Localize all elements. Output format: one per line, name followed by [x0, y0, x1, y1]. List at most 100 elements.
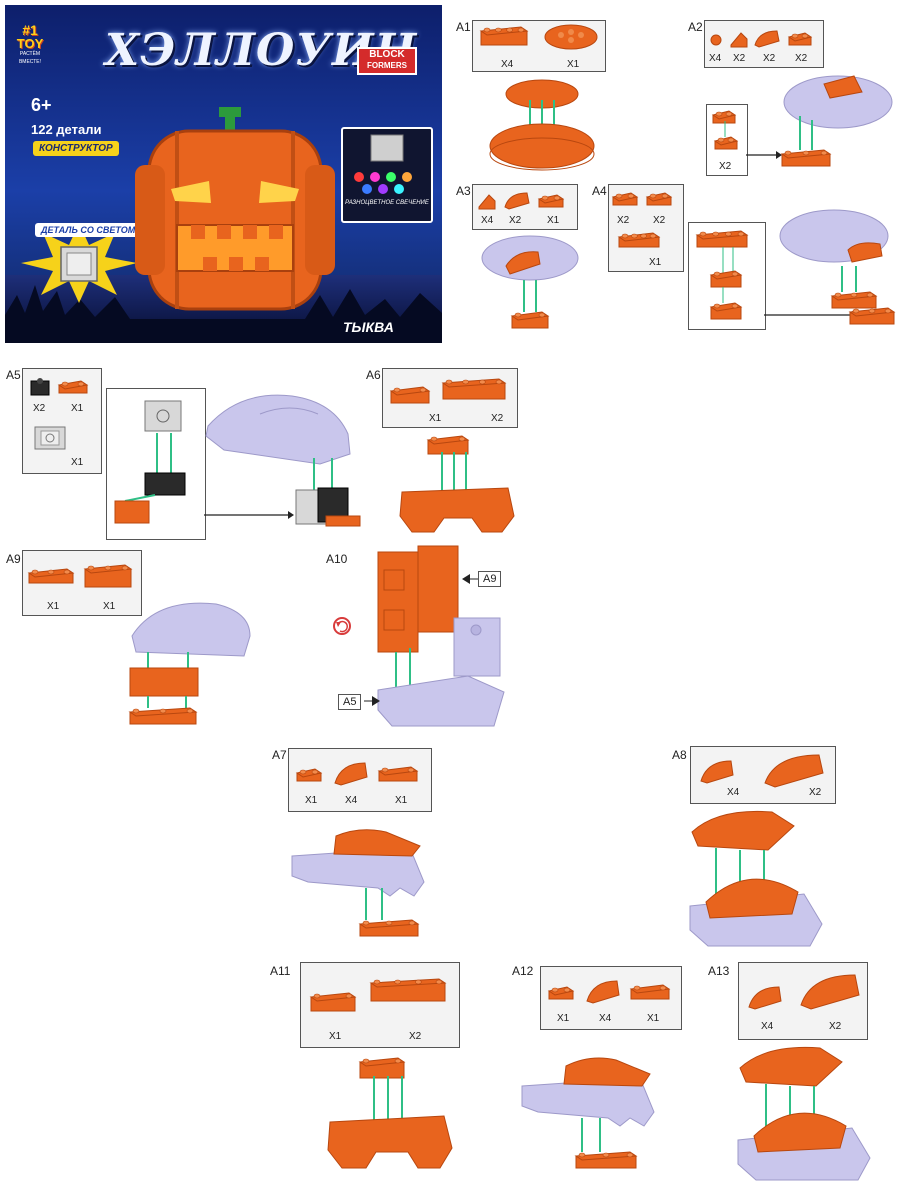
- step-a9-assembly: [128, 602, 251, 725]
- round-plate-icon: [544, 24, 598, 50]
- step-a6-parts: X1 X2: [382, 368, 518, 428]
- qty-a5-1: X2: [33, 403, 46, 414]
- multicolor-light-insert: РАЗНОЦВЕТНОЕ СВЕЧЕНИЕ: [341, 127, 433, 223]
- qty-a2-4: X2: [795, 53, 808, 64]
- sub-a5-bricks: [114, 400, 186, 524]
- qty-a13-2: X2: [829, 1021, 842, 1032]
- qty-a1-1: X4: [501, 59, 514, 70]
- brand-logo-name: TOY: [16, 36, 44, 51]
- plate-2x4-icon: [479, 26, 529, 46]
- qty-a4-2: X2: [653, 215, 666, 226]
- step-a1-parts: X4 X1: [472, 20, 606, 72]
- box-cover: #1 TOY РАСТЁМ ВМЕСТЕ! ХЭЛЛОУИН BLOCK FOR…: [5, 5, 442, 343]
- arch-plate-icon: [369, 978, 447, 1002]
- qty-a7-3: X1: [395, 795, 408, 806]
- step-a4-parts: X2 X2 X1: [608, 184, 684, 272]
- qty-a6-1: X1: [429, 413, 442, 424]
- qty-a5-2: X1: [71, 403, 84, 414]
- sub-a4-bricks: [695, 230, 749, 320]
- step-a2-subassembly: X2: [706, 104, 748, 176]
- multicolor-label: РАЗНОЦВЕТНОЕ СВЕЧЕНИЕ: [345, 200, 429, 206]
- plate-1x2-icon: [295, 768, 323, 782]
- curved-slope-icon: [334, 762, 368, 786]
- step-a7-parts: X1 X4 X1: [288, 748, 432, 812]
- step-a13-assembly: [737, 1046, 871, 1181]
- plate-1x2-icon: [547, 986, 575, 1000]
- pumpkin-model-illustration: [135, 107, 335, 311]
- qty-a9-1: X1: [47, 601, 60, 612]
- step-a9-parts: X1 X1: [22, 550, 142, 616]
- qty-a2-1: X4: [709, 53, 722, 64]
- step-a6-label: A6: [366, 368, 381, 382]
- step-a5-label: A5: [6, 368, 21, 382]
- step-a8-assembly: [689, 810, 823, 947]
- plate-1x2-icon: [537, 194, 565, 208]
- plate-1x2-icon: [611, 192, 639, 206]
- step-a2-parts: X4 X2 X2 X2: [704, 20, 824, 68]
- arch-plate-icon: [441, 378, 507, 400]
- step-a4-label: A4: [592, 184, 607, 198]
- step-a2-arrow: [746, 151, 782, 159]
- qty-a7-2: X4: [345, 795, 358, 806]
- block-formers-logo-line1: BLOCK: [369, 49, 405, 60]
- step-a4-subassembly: [688, 222, 766, 330]
- step-a12-label: A12: [512, 964, 534, 978]
- qty-a2-2: X2: [733, 53, 746, 64]
- step-a5-arrow: [204, 511, 294, 519]
- round-stud-icon: [710, 34, 722, 46]
- step-a10-assembly: [377, 545, 505, 727]
- qty-a4-3: X1: [649, 257, 662, 268]
- block-formers-logo-line2: FORMERS: [367, 61, 407, 70]
- qty-a7-1: X1: [305, 795, 318, 806]
- plate-2x2-icon: [389, 386, 431, 404]
- step-a5-assembly: [205, 394, 361, 527]
- block-formers-logo: BLOCK FORMERS: [357, 47, 417, 75]
- qty-a3-1: X4: [481, 215, 494, 226]
- qty-a13-1: X4: [761, 1021, 774, 1032]
- plate-2x2-icon: [645, 192, 673, 206]
- qty-a9-2: X1: [103, 601, 116, 612]
- kind-badge: КОНСТРУКТОР: [33, 141, 119, 156]
- qty-a4-1: X2: [617, 215, 630, 226]
- qty-a11-2: X2: [409, 1031, 422, 1042]
- step-a7-label: A7: [272, 748, 287, 762]
- step-a1-label: A1: [456, 20, 471, 34]
- slope-1x1-icon: [478, 194, 496, 210]
- rotate-model-icon[interactable]: [332, 616, 352, 636]
- qty-a6-2: X2: [491, 413, 504, 424]
- step-a12-assembly: [521, 1057, 655, 1169]
- qty-a8-2: X2: [809, 787, 822, 798]
- curved-slope-icon: [748, 986, 782, 1010]
- qty-a3-2: X2: [509, 215, 522, 226]
- qty-a8-1: X4: [727, 787, 740, 798]
- qty-a12-2: X4: [599, 1013, 612, 1024]
- curved-slope-icon: [754, 30, 780, 48]
- step-a11-label: A11: [270, 964, 291, 978]
- step-a4-assembly: [779, 209, 896, 325]
- light-part-burst: [21, 223, 137, 303]
- step-a13-label: A13: [708, 964, 730, 978]
- step-a2-assembly: [780, 75, 893, 167]
- slope-1x1-icon: [730, 32, 748, 48]
- brand-logo: #1 TOY РАСТЁМ ВМЕСТЕ!: [11, 22, 49, 65]
- colored-lights-icon: [354, 134, 412, 194]
- age-label: 6+: [31, 95, 52, 115]
- curved-slope-large-icon: [764, 754, 824, 788]
- jumper-plate-icon: [629, 984, 671, 1000]
- plate-1x4-icon: [27, 568, 75, 584]
- brand-logo-number: #1: [22, 22, 38, 38]
- light-brick-icon: [34, 426, 66, 450]
- step-a7-assembly: [291, 829, 425, 937]
- callout-a5-arrow: [364, 696, 380, 706]
- step-a1-assembly: [489, 79, 595, 171]
- light-part-label: ДЕТАЛЬ СО СВЕТОМ: [35, 223, 142, 237]
- qty-a1-2: X1: [567, 59, 580, 70]
- qty-a12-1: X1: [557, 1013, 570, 1024]
- brick-1x4-icon: [83, 564, 133, 588]
- qty-a2-3: X2: [763, 53, 776, 64]
- jumper-plate-icon: [57, 380, 89, 394]
- step-a8-parts: X4 X2: [690, 746, 836, 804]
- black-brick-icon: [30, 378, 50, 396]
- step-a5-parts: X2 X1 X1: [22, 368, 102, 474]
- curved-slope-icon: [586, 980, 620, 1004]
